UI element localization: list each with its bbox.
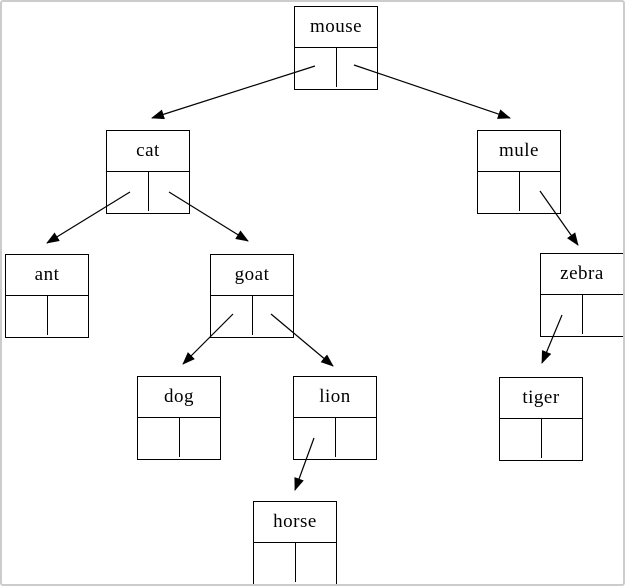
node-pointer-cells [541, 294, 624, 334]
node-left-pointer-cell [254, 542, 296, 582]
node-right-pointer-cell [253, 296, 294, 335]
node-label: tiger [500, 378, 582, 419]
node-left-pointer-cell [6, 295, 48, 335]
node-left-pointer-cell [295, 47, 337, 87]
tree-node-lion: lion [293, 376, 377, 460]
node-left-pointer-cell [107, 171, 149, 211]
tree-node-ant: ant [5, 254, 89, 338]
node-left-pointer-cell [211, 295, 253, 335]
tree-node-mule: mule [477, 130, 561, 214]
node-pointer-cells [6, 295, 89, 335]
node-right-pointer-cell [48, 296, 89, 335]
node-pointer-cells [107, 171, 190, 211]
node-pointer-cells [295, 47, 378, 87]
tree-node-mouse: mouse [294, 6, 378, 90]
tree-node-tiger: tiger [499, 377, 583, 461]
node-pointer-cells [500, 418, 583, 458]
node-right-pointer-cell [149, 172, 190, 211]
node-label: ant [6, 255, 88, 296]
node-right-pointer-cell [180, 418, 221, 457]
node-label: zebra [541, 254, 623, 295]
node-pointer-cells [138, 417, 221, 457]
node-left-pointer-cell [478, 171, 520, 211]
node-right-pointer-cell [542, 419, 583, 458]
node-label: goat [211, 255, 293, 296]
node-label: mouse [295, 7, 377, 48]
node-label: mule [478, 131, 560, 172]
tree-node-horse: horse [253, 501, 337, 584]
node-left-pointer-cell [138, 417, 180, 457]
tree-node-cat: cat [106, 130, 190, 214]
node-right-pointer-cell [520, 172, 561, 211]
node-right-pointer-cell [336, 418, 377, 457]
node-label: horse [254, 502, 336, 543]
node-pointer-cells [254, 542, 337, 582]
node-left-pointer-cell [500, 418, 542, 458]
node-label: lion [294, 377, 376, 418]
tree-node-dog: dog [137, 376, 221, 460]
tree-node-goat: goat [210, 254, 294, 338]
node-label: cat [107, 131, 189, 172]
node-left-pointer-cell [541, 294, 583, 334]
node-right-pointer-cell [337, 48, 378, 87]
node-pointer-cells [211, 295, 294, 335]
node-pointer-cells [294, 417, 377, 457]
node-left-pointer-cell [294, 417, 336, 457]
node-right-pointer-cell [583, 295, 624, 334]
node-right-pointer-cell [296, 543, 337, 582]
node-pointer-cells [478, 171, 561, 211]
node-label: dog [138, 377, 220, 418]
tree-node-zebra: zebra [540, 253, 624, 337]
